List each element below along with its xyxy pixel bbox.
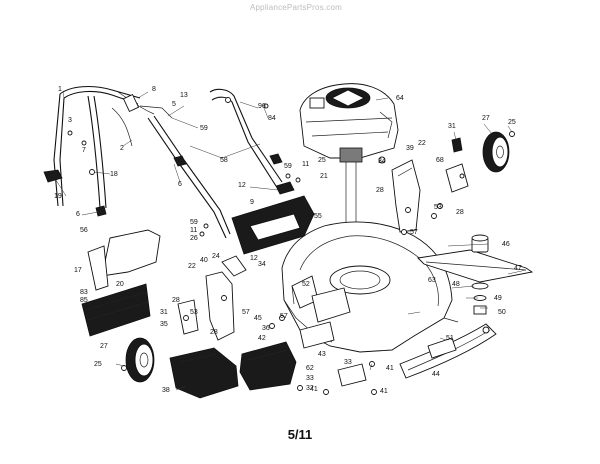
rear-shield — [81, 283, 151, 337]
page-number: 5/11 — [287, 427, 313, 442]
part-callout-c18: 18 — [110, 171, 118, 178]
part-callout-c28d: 28 — [210, 329, 218, 336]
rear-discharge-parts — [81, 195, 315, 341]
part-callout-c1: 1 — [58, 86, 62, 93]
part-callout-c48: 48 — [452, 281, 460, 288]
part-callout-c49: 49 — [494, 295, 502, 302]
exploded-view-drawing: 1837213968459558618196125911252164312725… — [43, 83, 534, 399]
part-callout-c59c: 59 — [190, 219, 198, 226]
part-callout-c11a: 11 — [302, 161, 309, 168]
engine — [299, 83, 399, 280]
part-callout-c50: 50 — [498, 309, 506, 316]
part-callout-c33a: 33 — [344, 359, 352, 366]
handle-assembly — [43, 85, 301, 239]
part-callout-c41b: 41 — [310, 386, 318, 393]
part-callout-c22a: 22 — [418, 140, 426, 147]
part-callout-c2: 2 — [120, 145, 124, 152]
blade-assembly — [417, 234, 534, 315]
part-callout-c28b: 28 — [456, 209, 464, 216]
part-callout-c20: 20 — [116, 281, 124, 288]
part-callout-c83: 83 — [80, 289, 88, 296]
mulch-plug — [169, 287, 377, 399]
part-callout-c43: 43 — [318, 351, 326, 358]
part-callout-c33b: 33 — [306, 375, 314, 382]
part-callout-c21: 21 — [320, 173, 328, 180]
part-callout-c25b: 25 — [508, 119, 516, 126]
part-callout-c84: 84 — [268, 115, 276, 122]
part-callout-c19: 19 — [54, 193, 62, 200]
part-callout-c6a: 6 — [178, 181, 182, 188]
part-callout-c27a: 27 — [482, 115, 490, 122]
part-callout-c53b: 53 — [190, 309, 198, 316]
part-callout-c22b: 22 — [188, 263, 196, 270]
part-callout-c52: 52 — [302, 281, 310, 288]
part-callout-c3: 3 — [68, 117, 72, 124]
part-callout-c42: 42 — [258, 335, 266, 342]
part-callout-c13: 13 — [180, 92, 188, 99]
part-callout-c7: 7 — [82, 147, 86, 154]
part-callout-c59b: 59 — [284, 163, 292, 170]
part-callout-c63: 63 — [428, 277, 436, 284]
part-callout-c96: 96 — [258, 103, 266, 110]
part-callout-c57c: 57 — [280, 313, 288, 320]
part-callout-c51: 51 — [446, 335, 454, 342]
front-height-adjuster — [431, 137, 469, 219]
part-callout-c31b: 31 — [160, 309, 168, 316]
part-callout-c8: 8 — [152, 86, 156, 93]
part-callout-c46: 46 — [502, 241, 510, 248]
part-callout-c41c: 41 — [380, 388, 388, 395]
part-callout-c26: 26 — [190, 235, 198, 242]
part-callout-c32: 32 — [306, 385, 314, 392]
part-callout-c28c: 28 — [172, 297, 180, 304]
part-callout-c68: 68 — [436, 157, 444, 164]
part-callout-c38: 38 — [162, 387, 170, 394]
part-callout-c17: 17 — [74, 267, 82, 274]
part-callout-c62: 62 — [306, 365, 314, 372]
part-callout-c6b: 6 — [76, 211, 80, 218]
part-callout-c36: 36 — [262, 325, 270, 332]
part-callout-c28a: 28 — [376, 187, 384, 194]
part-callout-c57a: 57 — [410, 229, 418, 236]
part-callout-c55: 55 — [314, 213, 322, 220]
rear-wheel — [121, 337, 155, 383]
part-callout-c56: 56 — [80, 227, 88, 234]
part-callout-c12a: 12 — [238, 182, 246, 189]
part-callout-c12b: 12 — [250, 255, 258, 262]
part-callout-c5: 5 — [172, 101, 176, 108]
part-callout-c58: 58 — [220, 157, 228, 164]
part-callout-c24: 24 — [212, 253, 220, 260]
part-callout-c53a: 53 — [434, 204, 442, 211]
part-callout-c59a: 59 — [200, 125, 208, 132]
part-callout-c64: 64 — [396, 95, 404, 102]
part-callout-c44: 44 — [432, 371, 440, 378]
part-callout-c35: 35 — [160, 321, 168, 328]
part-callout-c25a: 25 — [318, 157, 326, 164]
part-callout-c11b: 11 — [190, 227, 197, 234]
leader-lines — [55, 91, 527, 391]
upper-handle — [59, 85, 141, 99]
part-callout-c9: 9 — [250, 199, 254, 206]
part-callout-c31: 31 — [448, 123, 456, 130]
part-callout-c57b: 57 — [242, 309, 250, 316]
handle-knob — [43, 169, 63, 183]
part-callout-c25c: 25 — [94, 361, 102, 368]
part-callout-c47: 47 — [514, 265, 522, 272]
part-callout-c39: 39 — [406, 145, 414, 152]
part-callout-c45: 45 — [254, 315, 262, 322]
part-callout-c85: 85 — [80, 297, 88, 304]
watermark: AppliancePartsPros.com — [250, 3, 342, 12]
part-callout-c40: 40 — [200, 257, 208, 264]
part-callout-c34a: 34 — [378, 158, 386, 165]
part-callout-c27b: 27 — [100, 343, 108, 350]
part-callout-c34b: 34 — [258, 261, 266, 268]
front-baffle — [399, 323, 497, 379]
front-wheel — [482, 131, 515, 173]
part-callout-c41a: 41 — [386, 365, 394, 372]
